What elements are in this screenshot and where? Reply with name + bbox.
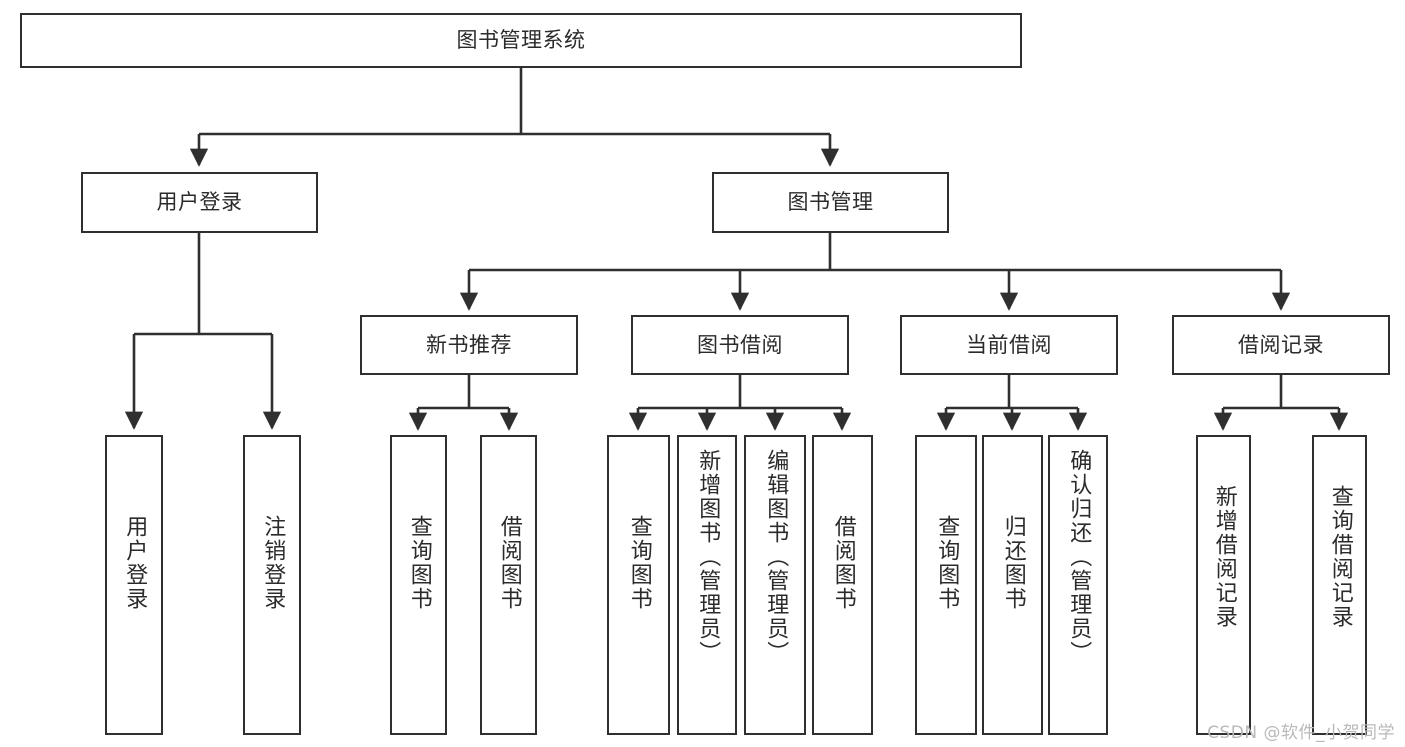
leaf-borrow-query-book-label: 查询图书 bbox=[626, 515, 652, 611]
node-book-borrow-label: 图书借阅 bbox=[697, 332, 783, 357]
leaf-recommend-borrow-book[interactable]: 借阅图书 bbox=[480, 435, 537, 735]
watermark-text: CSDN @软件_小贺同学 bbox=[1207, 723, 1395, 743]
leaf-current-return-book-label: 归还图书 bbox=[1000, 515, 1026, 611]
node-book-borrow[interactable]: 图书借阅 bbox=[631, 315, 849, 375]
leaf-borrow-edit-book[interactable]: 编辑图书（管理员） bbox=[744, 435, 806, 735]
node-user-login[interactable]: 用户登录 bbox=[81, 172, 318, 233]
leaf-record-query-record[interactable]: 查询借阅记录 bbox=[1312, 435, 1367, 735]
leaf-borrow-add-book-label: 新增图书（管理员） bbox=[695, 449, 721, 665]
node-book-management[interactable]: 图书管理 bbox=[712, 172, 949, 233]
leaf-borrow-query-book[interactable]: 查询图书 bbox=[607, 435, 670, 735]
leaf-recommend-query-book[interactable]: 查询图书 bbox=[390, 435, 447, 735]
leaf-user-login-signout-label: 注销登录 bbox=[260, 515, 286, 611]
leaf-borrow-borrow-book-label: 借阅图书 bbox=[830, 515, 856, 611]
node-current-borrow[interactable]: 当前借阅 bbox=[900, 315, 1118, 375]
leaf-borrow-edit-book-label: 编辑图书（管理员） bbox=[763, 449, 789, 665]
node-new-book-recommend[interactable]: 新书推荐 bbox=[360, 315, 578, 375]
node-current-borrow-label: 当前借阅 bbox=[966, 332, 1052, 357]
leaf-current-query-book-label: 查询图书 bbox=[934, 515, 960, 611]
leaf-borrow-borrow-book[interactable]: 借阅图书 bbox=[812, 435, 873, 735]
node-borrow-record[interactable]: 借阅记录 bbox=[1172, 315, 1390, 375]
leaf-user-login-signout[interactable]: 注销登录 bbox=[243, 435, 301, 735]
leaf-current-confirm-return[interactable]: 确认归还（管理员） bbox=[1048, 435, 1108, 735]
leaf-current-query-book[interactable]: 查询图书 bbox=[915, 435, 977, 735]
leaf-user-login-signin-label: 用户登录 bbox=[122, 515, 148, 611]
node-user-login-label: 用户登录 bbox=[156, 190, 243, 215]
node-borrow-record-label: 借阅记录 bbox=[1238, 332, 1324, 357]
node-root[interactable]: 图书管理系统 bbox=[20, 13, 1022, 68]
leaf-current-confirm-return-label: 确认归还（管理员） bbox=[1066, 449, 1092, 665]
leaf-current-return-book[interactable]: 归还图书 bbox=[982, 435, 1043, 735]
leaf-record-query-record-label: 查询借阅记录 bbox=[1327, 485, 1353, 629]
leaf-record-add-record-label: 新增借阅记录 bbox=[1211, 485, 1237, 629]
node-new-book-recommend-label: 新书推荐 bbox=[426, 332, 512, 357]
leaf-record-add-record[interactable]: 新增借阅记录 bbox=[1196, 435, 1251, 735]
node-book-management-label: 图书管理 bbox=[787, 190, 874, 215]
leaf-recommend-query-book-label: 查询图书 bbox=[406, 515, 432, 611]
node-root-label: 图书管理系统 bbox=[456, 28, 586, 53]
leaf-recommend-borrow-book-label: 借阅图书 bbox=[496, 515, 522, 611]
leaf-borrow-add-book[interactable]: 新增图书（管理员） bbox=[677, 435, 737, 735]
leaf-user-login-signin[interactable]: 用户登录 bbox=[105, 435, 163, 735]
